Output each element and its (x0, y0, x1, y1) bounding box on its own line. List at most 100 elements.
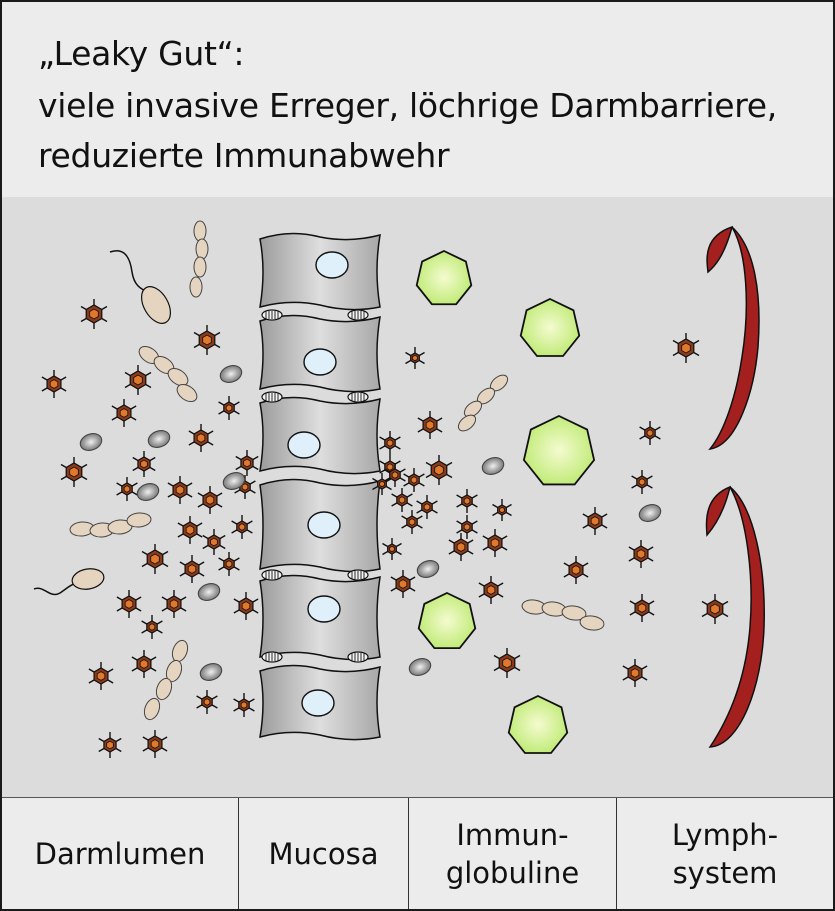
virus-particle (231, 515, 253, 539)
virus-particle (124, 365, 152, 395)
virus-particle (179, 555, 205, 583)
region-labels: Darmlumen Mucosa Immun- globuline Lymph-… (2, 797, 833, 909)
flagellated-bacterium (33, 568, 105, 596)
lymph-vessel-upper (706, 225, 760, 451)
virus-particle (167, 476, 193, 504)
label-lymph-line-2: system (672, 856, 778, 890)
bacterium-chain (143, 639, 189, 721)
cell-nucleus (307, 511, 341, 539)
tight-junction (347, 391, 369, 403)
virus-particle (401, 510, 423, 534)
virus-particle (188, 424, 214, 452)
cell-nucleus (301, 689, 335, 717)
label-darmlumen-text: Darmlumen (34, 837, 206, 871)
title-line-1: „Leaky Gut“: (38, 34, 245, 73)
virus-particle (405, 347, 425, 369)
virus-particle (132, 451, 156, 477)
erythrocyte (481, 457, 505, 475)
virus-particle (582, 507, 608, 535)
virus-particle (384, 463, 406, 487)
virus-particle (482, 529, 508, 557)
virus-particle (390, 570, 416, 598)
virus-particle (639, 421, 661, 445)
immunoglobulin (522, 415, 596, 486)
tight-junction (347, 569, 369, 581)
virus-particle (233, 592, 259, 620)
virus-particle (116, 477, 138, 501)
erythrocyte-group (79, 365, 662, 681)
flagellated-bacterium (109, 250, 172, 324)
lymph-vessel-lower (705, 485, 765, 748)
erythrocyte (638, 504, 662, 522)
erythrocyte (219, 365, 243, 383)
virus-particle (142, 730, 168, 758)
virus-particle (493, 648, 521, 678)
virus-particle (622, 659, 648, 687)
immunoglobulin-group (415, 250, 596, 754)
label-mucosa: Mucosa (238, 798, 408, 909)
immunoglobulin (519, 298, 581, 357)
erythrocyte (147, 430, 171, 448)
label-immun-line-1: Immun- (456, 818, 569, 852)
bacteria-group (33, 220, 605, 721)
mucosa-cell (259, 396, 381, 475)
virus-particle (233, 693, 255, 717)
label-immunglobuline: Immun- globuline (408, 798, 616, 909)
virus-particle (218, 396, 240, 420)
virus-particle (202, 529, 226, 555)
virus-particle (425, 455, 453, 485)
immunoglobulin (415, 250, 473, 306)
virus-particle (116, 590, 142, 618)
virus-particle (492, 499, 512, 521)
erythrocyte (416, 560, 440, 578)
virus-particle (161, 590, 187, 618)
virus-particle (218, 552, 240, 576)
tight-junction (261, 309, 283, 321)
erythrocyte (408, 658, 432, 676)
bacterium-chain (521, 599, 605, 631)
bacterium-chain (189, 220, 209, 298)
bacterium-chain (457, 374, 509, 432)
title-line-3: reduzierte Immunabwehr (38, 136, 450, 175)
cell-nucleus (315, 251, 349, 279)
immunoglobulin (507, 695, 569, 754)
virus-particle (672, 333, 700, 363)
virus-particle (456, 515, 478, 539)
virus-particle (177, 516, 203, 544)
virus-particle (379, 431, 401, 455)
erythrocyte (222, 472, 246, 490)
virus-particle (391, 488, 413, 512)
cell-nucleus (287, 431, 321, 459)
virus-group (41, 299, 729, 758)
virus-particle (629, 594, 655, 622)
virus-particle (631, 470, 653, 494)
virus-particle (60, 457, 88, 487)
virus-particle (111, 399, 137, 427)
bacterium-chain (69, 512, 152, 538)
label-immun-line-2: globuline (445, 856, 580, 890)
label-darmlumen: Darmlumen (2, 798, 238, 909)
virus-particle (701, 594, 729, 624)
erythrocyte (197, 583, 221, 601)
virus-particle (628, 540, 654, 568)
label-lymphsystem: Lymph- system (616, 798, 833, 909)
mucosa-cell-column (259, 232, 381, 741)
diagram-area (2, 197, 833, 797)
virus-particle (403, 468, 425, 492)
virus-particle (196, 690, 218, 714)
virus-particle (141, 615, 163, 639)
erythrocyte (79, 433, 103, 451)
virus-particle (372, 473, 392, 495)
erythrocyte (136, 483, 160, 501)
virus-particle (456, 489, 478, 513)
virus-particle (141, 544, 169, 574)
virus-particle (41, 370, 67, 398)
virus-particle (88, 662, 114, 690)
title-block: „Leaky Gut“: viele invasive Erreger, löc… (2, 2, 833, 197)
virus-particle (417, 411, 443, 439)
tight-junction (347, 309, 369, 321)
virus-particle (563, 556, 589, 584)
virus-particle (98, 732, 122, 758)
gut-barrier-illustration (33, 220, 765, 758)
